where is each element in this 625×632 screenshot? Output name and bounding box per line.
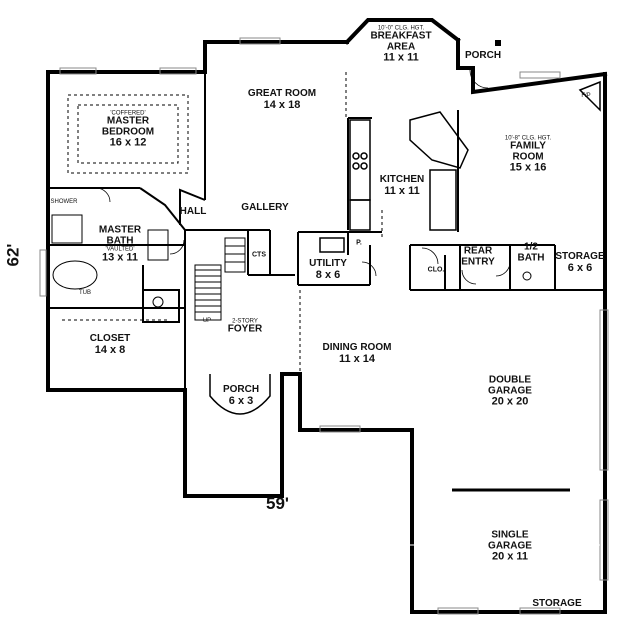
tub-name: TUB [79,289,91,296]
dining-room-name: DINING ROOM [322,341,392,353]
master-bath-name-line1: MASTER [98,224,142,236]
storage-right-dims: 6 x 6 [567,261,593,274]
closet-small-label: CLO. [428,266,445,273]
half-bath-name-line2: BATH [517,252,545,263]
single-garage-name-line2: GARAGE [488,540,532,552]
family-room-note: 10'-8" CLG. HGT. [504,135,552,142]
kitchen-name: KITCHEN [379,173,425,185]
double-garage-dims: 20 x 20 [491,395,529,408]
porch-front-dims: 6 x 3 [228,394,254,407]
family-room-name-line2: ROOM [512,151,544,163]
master-bath-label: MASTER BATH 'VAULTED' 13 x 11 [98,224,142,265]
porch-front-name: PORCH [222,383,260,395]
half-bath-name-line1: 1/2 [524,241,538,253]
dashed-lines [62,72,383,372]
master-bedroom-name-line1: MASTER [106,115,150,127]
breakfast-area-label: 10'-0" CLG. HGT. BREAKFAST AREA 11 x 11 [370,26,431,65]
storage-right-label: STORAGE 6 x 6 [555,250,605,274]
bath-fixtures [51,214,532,308]
breakfast-ceiling-note: 10'-0" CLG. HGT. [377,25,425,32]
family-room-label: 10'-8" CLG. HGT. FAMILY ROOM 15 x 16 [505,136,551,175]
foyer-name: FOYER [227,323,263,335]
cts-name: CTS [252,251,266,259]
double-garage-name-line2: GARAGE [488,385,532,397]
hall-name: HALL [179,205,207,217]
porch-front-label: PORCH 6 x 3 [222,383,260,407]
hall-label: HALL [179,205,207,218]
overall-width-label: 59' [266,494,289,513]
double-garage-name-line1: DOUBLE [488,374,532,386]
porch-top-label: PORCH [464,49,502,62]
storage-bottom-label: STORAGE [532,597,582,610]
master-bath-note: 'VAULTED' [105,246,135,253]
fireplace-name: F/P [581,92,591,99]
front-porch-arch [209,374,271,415]
single-garage-label: SINGLE GARAGE 20 x 11 [488,529,532,564]
foyer-note: 2-STORY [232,318,258,325]
dining-room-dims: 11 x 14 [338,352,376,365]
rear-entry-name-line2: ENTRY [461,256,495,267]
great-room-label: GREAT ROOM 14 x 18 [247,87,317,111]
master-bedroom-label: 'COFFERED' MASTER BEDROOM 16 x 12 [102,111,154,150]
rear-entry-label: REAR ENTRY [461,245,495,268]
great-room-name: GREAT ROOM [247,87,317,99]
overall-depth-label: 62' [3,243,23,267]
door-swings [95,69,511,285]
double-garage-label: DOUBLE GARAGE 20 x 20 [488,374,532,409]
single-garage-name-line1: SINGLE [491,529,529,541]
closet-name: CLOSET [89,332,131,344]
master-bath-dims: 13 x 11 [101,251,139,264]
tub-label: TUB [79,290,91,296]
single-garage-dims: 20 x 11 [491,550,529,563]
family-room-dims: 15 x 16 [509,161,547,174]
foyer-label: 2-STORY FOYER [228,319,262,336]
windows [39,37,609,615]
breakfast-dims: 11 x 11 [383,51,419,64]
exterior-walls [46,18,608,614]
closet-small-name: CLO. [427,266,445,274]
fireplace-icon [578,80,601,112]
family-room-name-line1: FAMILY [510,140,546,152]
storage-bottom-name: STORAGE [532,597,582,609]
utility-name: UTILITY [309,257,347,269]
kitchen-dims: 11 x 11 [384,184,420,197]
shower-label: SHOWER [51,199,78,205]
master-bedroom-dims: 16 x 12 [109,136,147,149]
interior-walls [48,72,605,390]
porch-posts [495,40,501,46]
porch-top-name: PORCH [464,49,502,61]
pantry-label: P. [356,239,362,246]
breakfast-name-line1: BREAKFAST [370,30,432,42]
utility-label: UTILITY 8 x 6 [309,257,347,281]
cts-label: CTS [252,251,266,258]
dining-room-label: DINING ROOM 11 x 14 [322,341,392,365]
kitchen-counters [319,111,469,253]
breakfast-name-line2: AREA [386,41,416,53]
master-bath-name-line2: BATH [106,235,134,247]
closet-label: CLOSET 14 x 8 [89,332,131,356]
stairs [194,237,246,321]
fireplace-label: F/P [581,93,590,99]
great-room-dims: 14 x 18 [263,98,301,111]
gallery-name: GALLERY [241,201,289,213]
stair-up-name: UP [202,317,212,324]
storage-right-name: STORAGE [555,250,605,262]
pantry-name: P. [356,239,362,247]
stair-up-label: UP [203,318,211,324]
closet-dims: 14 x 8 [94,343,126,356]
master-bedroom-name-line2: BEDROOM [101,126,155,138]
master-bedroom-note: 'COFFERED' [110,110,146,117]
gallery-label: GALLERY [241,201,289,214]
shower-name: SHOWER [50,198,78,205]
kitchen-label: KITCHEN 11 x 11 [379,173,425,197]
half-bath-label: 1/2 BATH [517,241,545,264]
utility-dims: 8 x 6 [315,268,341,281]
rear-entry-name-line1: REAR [463,245,493,257]
